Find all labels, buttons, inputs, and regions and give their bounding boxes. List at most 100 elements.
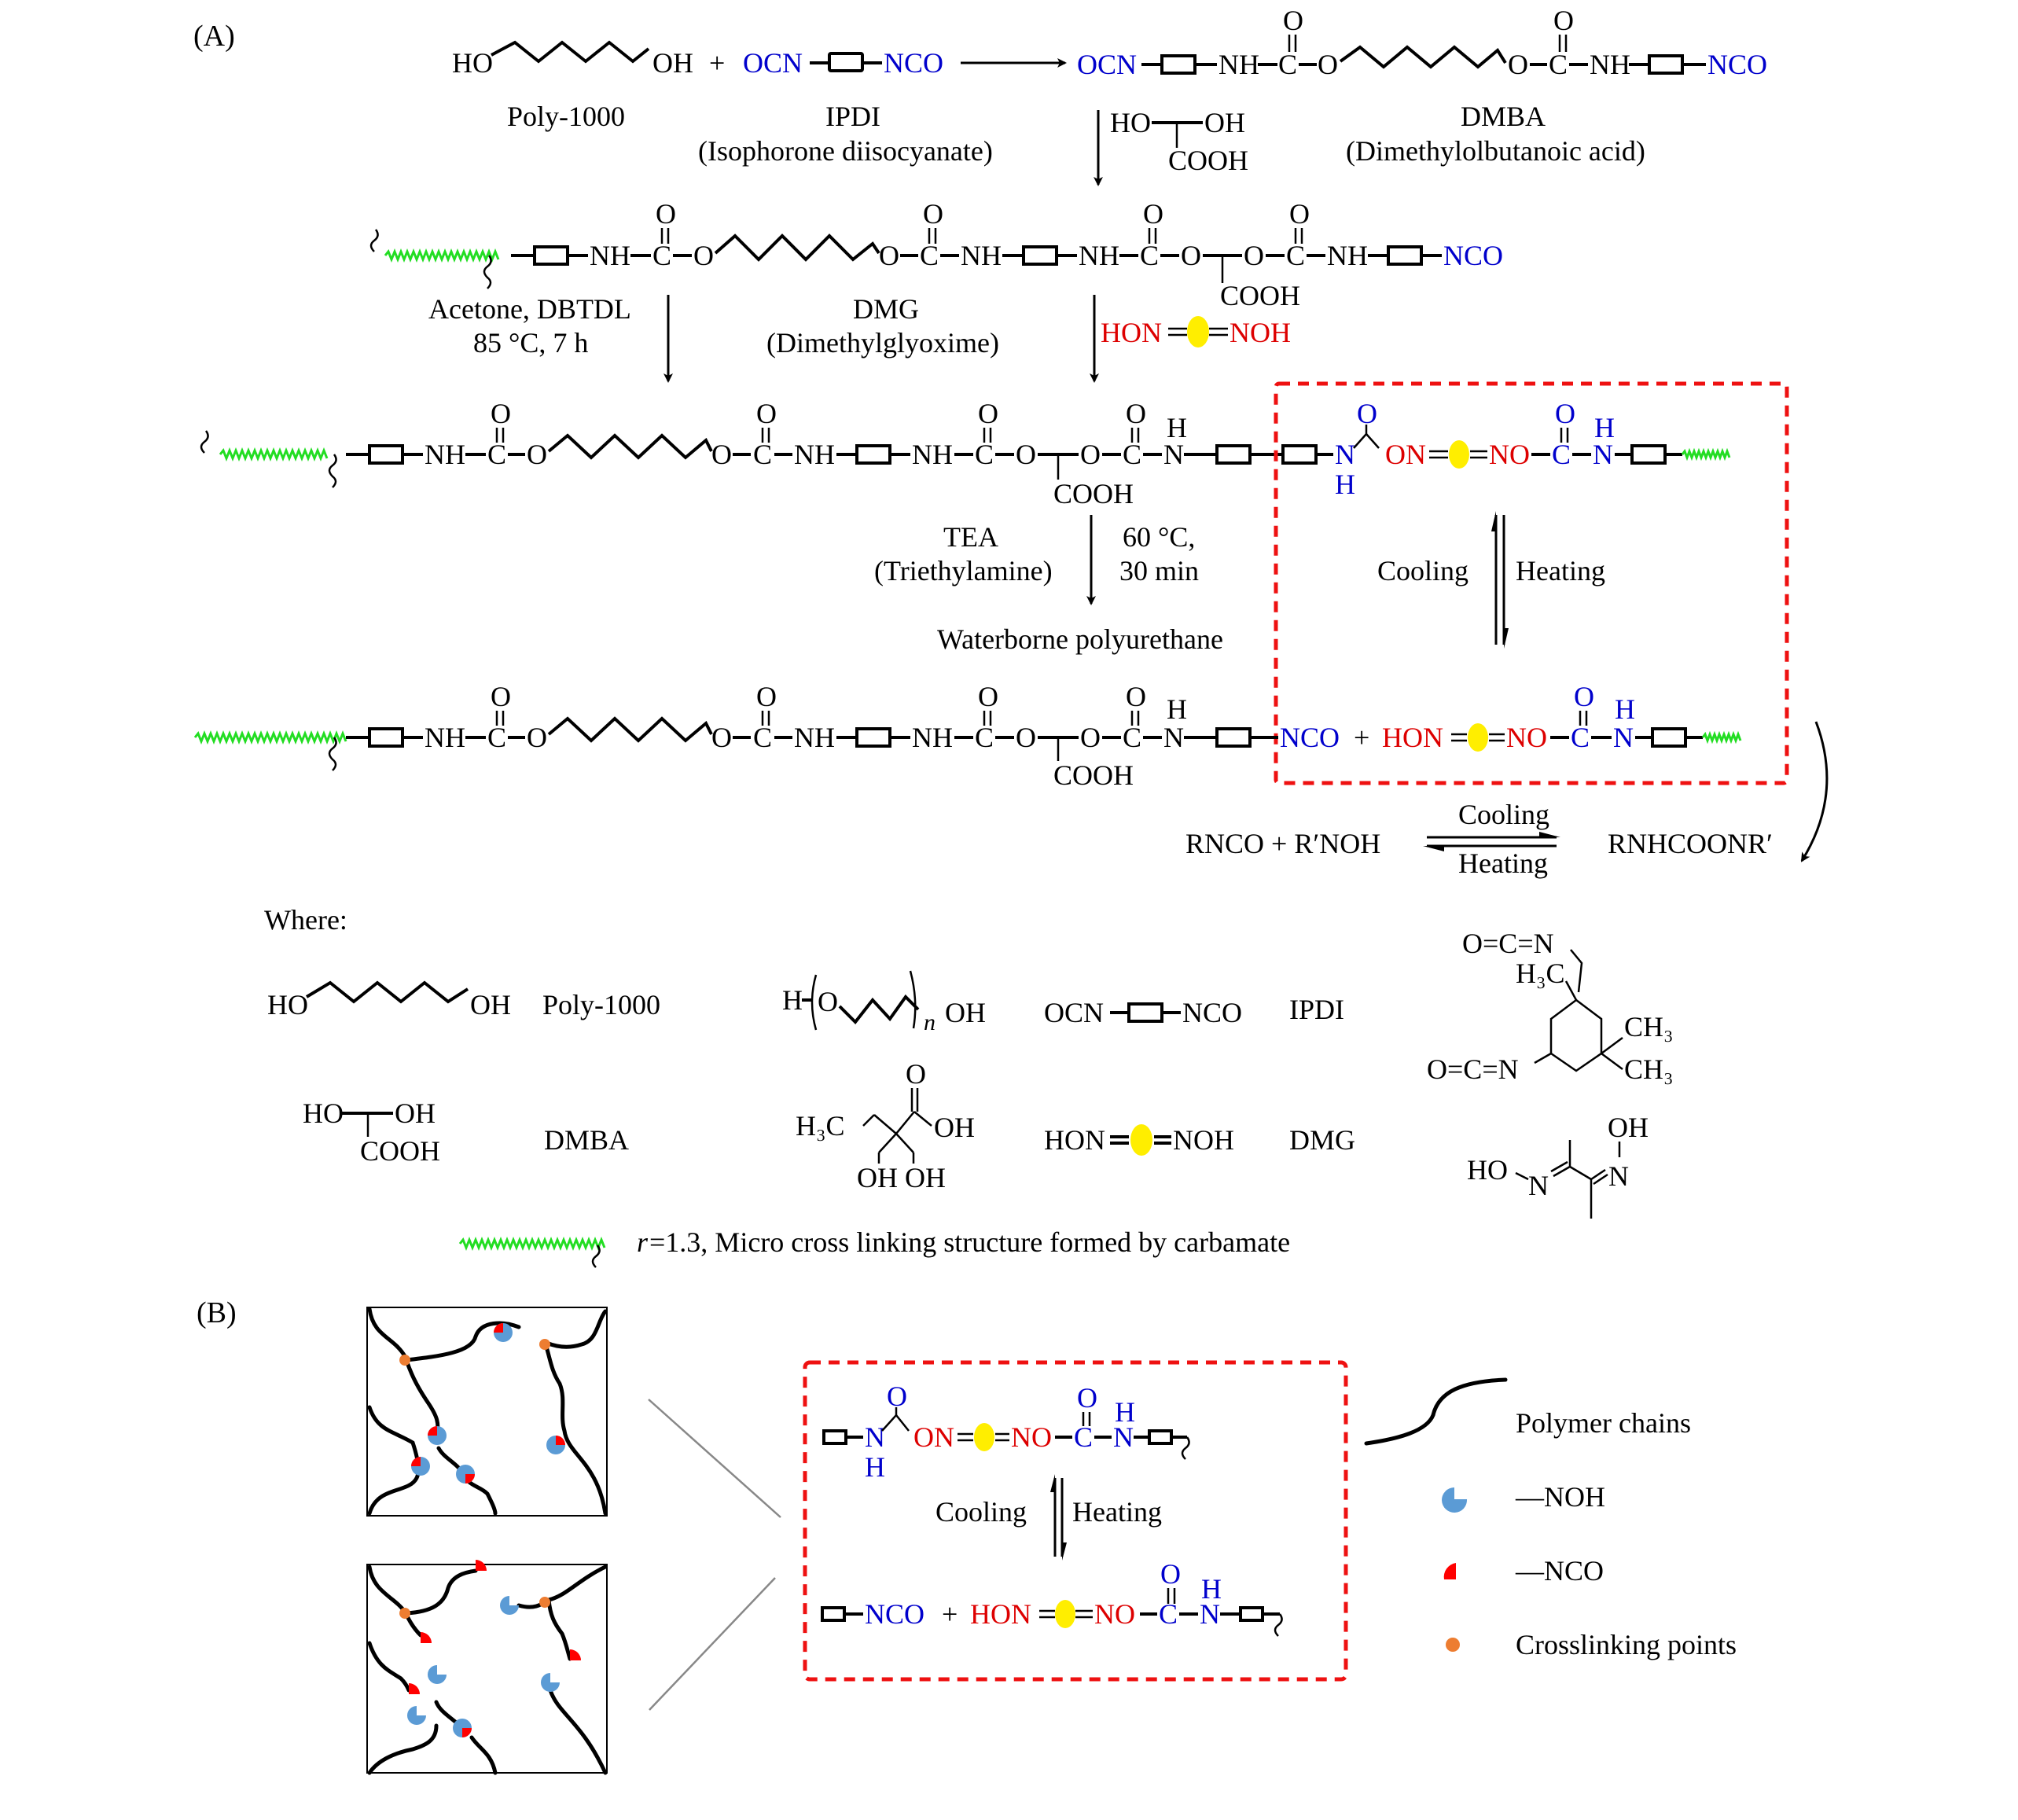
carbonyl-o: O <box>887 1381 907 1412</box>
legend-item-polymer-chains: Polymer chains <box>1364 1377 1691 1446</box>
free-noh-group <box>407 1706 426 1725</box>
ipdi-ring-box <box>1648 54 1684 75</box>
dmg-label: DMG <box>1289 1124 1355 1156</box>
dmba-acid-oh: OH <box>934 1112 975 1143</box>
cooh-label: COOH <box>1220 280 1300 311</box>
n-label: N <box>1113 1421 1134 1453</box>
poly-ho: HO <box>267 989 308 1020</box>
zoom-connector-top <box>648 1399 781 1518</box>
plus-sign: + <box>942 1598 958 1630</box>
ipdi-ring-box <box>1651 727 1687 748</box>
panel-b-reaction: N H O ON NO C O N H Cooling Heating NCO … <box>821 1381 1283 1637</box>
poly-1000-label: Poly-1000 <box>542 989 660 1020</box>
ipdi-nco: NCO <box>1182 997 1242 1028</box>
curved-arrow <box>1800 721 1829 862</box>
ester-o: O <box>711 439 732 470</box>
carbonyl-c: C <box>1549 49 1568 80</box>
carbonyl-c: C <box>975 722 994 753</box>
carbonyl-o: O <box>1126 681 1146 712</box>
dmba-diol-oh: OH OH <box>857 1162 946 1193</box>
dmg-fullname: (Dimethylglyoxime) <box>766 327 999 358</box>
cooh-label: COOH <box>1053 478 1134 509</box>
dmg-core-icon <box>1449 440 1469 469</box>
ester-o: O <box>1016 439 1036 470</box>
ester-o: O <box>1244 240 1264 271</box>
n-label: N <box>1613 722 1634 753</box>
carbonyl-o: O <box>978 398 998 429</box>
h-label: H <box>1167 412 1187 443</box>
ptmg-n: n <box>924 1009 935 1035</box>
ipdi-ring-box <box>1215 444 1252 465</box>
structure-legend: Where: HO OH Poly-1000 H O n OH OCN NCO … <box>264 904 1674 1268</box>
row1-reaction: HO OH + OCN NCO Poly-1000 IPDI (Isophoro… <box>452 5 1767 186</box>
network-crosslinked <box>366 1307 608 1517</box>
free-nco-group <box>421 1632 432 1643</box>
nh-label: NH <box>1327 240 1368 271</box>
dmg-core-icon <box>1055 1600 1075 1628</box>
oxime-no: NO <box>1489 439 1530 470</box>
noh-group-icon <box>1442 1487 1468 1513</box>
ipdi-ring-box <box>828 52 864 72</box>
carbonyl-c: C <box>1123 722 1141 753</box>
terminal-nco: NCO <box>1443 240 1503 271</box>
oxime-on: ON <box>1385 439 1426 470</box>
ipdi-ocn: OCN <box>1044 997 1104 1028</box>
free-nco-group <box>570 1649 581 1660</box>
carbonyl-o: O <box>1143 198 1163 230</box>
network-dissociated <box>366 1560 608 1775</box>
carbonyl-c: C <box>753 439 772 470</box>
condition-time: 30 min <box>1119 555 1199 586</box>
carbonyl-o: O <box>1077 1382 1097 1414</box>
carbonyl-c: C <box>975 439 994 470</box>
prepolymer-ocn: OCN <box>1077 49 1137 80</box>
ipdi-h3c: H₃C <box>1516 958 1565 989</box>
n-label: N <box>1163 722 1184 753</box>
carbonyl-c: C <box>1123 439 1141 470</box>
carbonyl-o: O <box>656 198 676 230</box>
equilibrium-heating: Heating <box>1458 847 1548 879</box>
nh-label: NH <box>794 439 835 470</box>
crosslink-point <box>399 1608 410 1619</box>
plus-sign: + <box>1354 722 1369 753</box>
dmba-carbonyl-o: O <box>906 1058 926 1090</box>
carbonyl-c: C <box>1571 722 1590 753</box>
ipdi-ring-box <box>533 245 569 266</box>
legend-label: —NOH <box>1515 1481 1605 1513</box>
nh-label: NH <box>425 439 465 470</box>
carbonyl-c: C <box>652 240 671 271</box>
ipdi-fullname: (Isophorone diisocyanate) <box>698 135 993 167</box>
legend-item-noh: —NOH <box>1442 1481 1605 1513</box>
dmba-cooh: COOH <box>360 1135 440 1167</box>
ptmg-h: H <box>782 984 803 1016</box>
carbonyl-c: C <box>1074 1421 1093 1453</box>
h-label: H <box>1115 1396 1135 1428</box>
legend-label: Polymer chains <box>1516 1407 1691 1439</box>
h-label: H <box>1615 693 1635 725</box>
poly-oh: OH <box>652 47 693 79</box>
carbonyl-o: O <box>923 198 943 230</box>
ipdi-ring-box <box>1127 1002 1163 1023</box>
h-label: H <box>1594 412 1615 443</box>
dmg-noh: NOH <box>1173 1124 1234 1156</box>
dmg-label: DMG <box>853 293 919 325</box>
reversible-bond-highlight-box <box>1274 381 1789 785</box>
n-label: N <box>865 1421 885 1453</box>
panel-label-a: (A) <box>193 20 235 53</box>
carbonyl-o: O <box>1574 681 1594 712</box>
ester-o: O <box>527 439 547 470</box>
crosslink-point <box>539 1339 550 1350</box>
dmba-cooh: COOH <box>1168 145 1248 176</box>
ester-o: O <box>711 722 732 753</box>
n-label: N <box>1593 439 1613 470</box>
dmg-hon: HON <box>1044 1124 1105 1156</box>
h-label: H <box>865 1451 885 1483</box>
carbamate-equilibrium: RNCO + R′NOH Cooling Heating RNHCOONR′ <box>1185 799 1773 879</box>
free-nco-group <box>409 1683 420 1694</box>
carbonyl-c: C <box>487 722 506 753</box>
free-nco: NCO <box>865 1598 924 1630</box>
dmg-core-icon <box>1187 316 1209 347</box>
nh-label: NH <box>425 722 465 753</box>
nh-label: NH <box>961 240 1002 271</box>
oxime-no: NO <box>1011 1421 1052 1453</box>
